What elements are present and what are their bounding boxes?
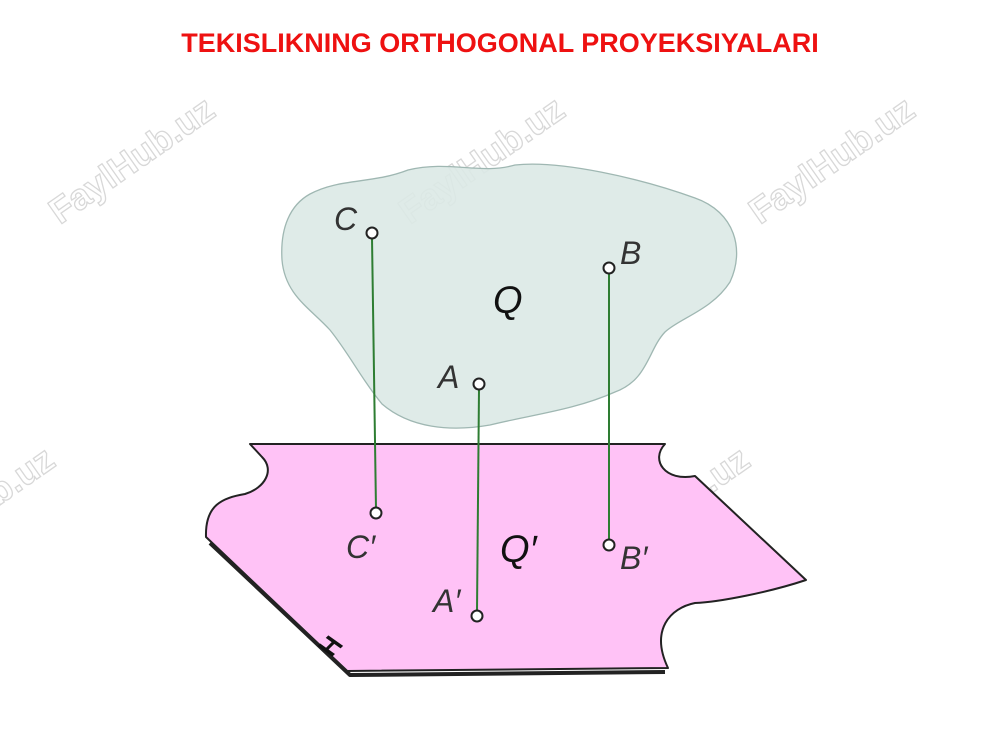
watermark: FaylHub.uz — [741, 88, 922, 232]
label-plane-Q: Q — [493, 280, 523, 322]
point-B-prime — [602, 538, 616, 552]
page-title: TEKISLIKNING ORTHOGONAL PROYEKSIYALARI — [181, 28, 819, 58]
point-A-prime — [470, 609, 484, 623]
label-A-prime: A′ — [431, 583, 461, 619]
projector-line-A — [476, 388, 480, 612]
label-A: A — [436, 359, 459, 395]
label-B: B — [620, 235, 641, 271]
label-B-prime: B′ — [620, 540, 648, 576]
point-C-prime — [369, 506, 383, 520]
point-C — [365, 226, 379, 240]
point-B — [602, 261, 616, 275]
plane-H — [204, 443, 807, 672]
watermark: FaylHub.uz — [41, 88, 222, 232]
plane-H-edge — [208, 541, 666, 677]
point-A — [472, 377, 486, 391]
label-C: C — [334, 201, 358, 237]
label-C-prime: C′ — [346, 529, 376, 565]
projector-line-C — [371, 237, 377, 510]
plane-Q — [281, 163, 738, 429]
watermark: FaylHub.uz — [0, 438, 62, 582]
label-plane-Q-prime: Q′ — [500, 529, 539, 571]
